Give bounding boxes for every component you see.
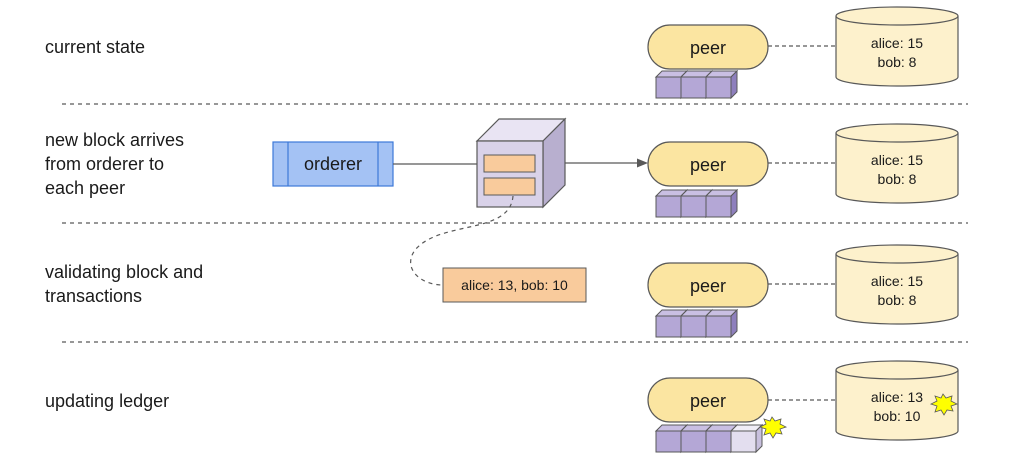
stage-4-chain — [654, 423, 764, 454]
transaction-callout-line — [410, 195, 514, 286]
stage-label-current-state: current state — [45, 37, 146, 57]
peer-label: peer — [690, 155, 726, 175]
stage-4-peer: peer — [647, 377, 769, 423]
chain-block — [704, 308, 739, 339]
stage-label-new-block: new block arrives from orderer to each p… — [45, 130, 185, 198]
stage-4-ledger: alice: 13 bob: 10 — [835, 360, 959, 441]
ledger-alice: alice: 15 — [871, 273, 923, 289]
block-transaction-2 — [483, 177, 536, 196]
stage-3-peer: peer — [647, 262, 769, 308]
block-transaction-1 — [483, 154, 536, 173]
ledger-alice: alice: 15 — [871, 35, 923, 51]
chain-update-starburst-icon — [758, 416, 788, 439]
arrow-head — [637, 158, 648, 168]
chain-block — [704, 69, 739, 100]
peer-label: peer — [690, 391, 726, 411]
ledger-bob: bob: 8 — [878, 171, 917, 187]
orderer-box: orderer — [272, 141, 394, 187]
ledger-alice: alice: 13 — [871, 389, 923, 405]
stage-separators — [62, 103, 968, 343]
ledger-bob: bob: 8 — [878, 54, 917, 70]
ledger-alice: alice: 15 — [871, 152, 923, 168]
peer-label: peer — [690, 38, 726, 58]
stage-label-updating: updating ledger — [45, 391, 170, 411]
transaction-box: alice: 13, bob: 10 — [442, 267, 587, 303]
stage-1-chain — [654, 69, 739, 100]
ledger-update-starburst-icon — [929, 393, 959, 416]
stage-2-ledger: alice: 15 bob: 8 — [835, 123, 959, 204]
orderer-label: orderer — [304, 154, 362, 174]
ledger-bob: bob: 10 — [874, 408, 921, 424]
stage-3-chain — [654, 308, 739, 339]
chain-block — [704, 188, 739, 219]
ledger-bob: bob: 8 — [878, 292, 917, 308]
stage-2-peer: peer — [647, 141, 769, 187]
stage-1-peer: peer — [647, 24, 769, 70]
stage-2-chain — [654, 188, 739, 219]
stage-3-ledger: alice: 15 bob: 8 — [835, 244, 959, 325]
new-block-cube — [475, 117, 567, 209]
chain-block-new — [729, 423, 764, 454]
transaction-label: alice: 13, bob: 10 — [461, 277, 568, 293]
stage-1-ledger: alice: 15 bob: 8 — [835, 6, 959, 87]
stage-label-validating: validating block and transactions — [45, 262, 204, 306]
peer-label: peer — [690, 276, 726, 296]
